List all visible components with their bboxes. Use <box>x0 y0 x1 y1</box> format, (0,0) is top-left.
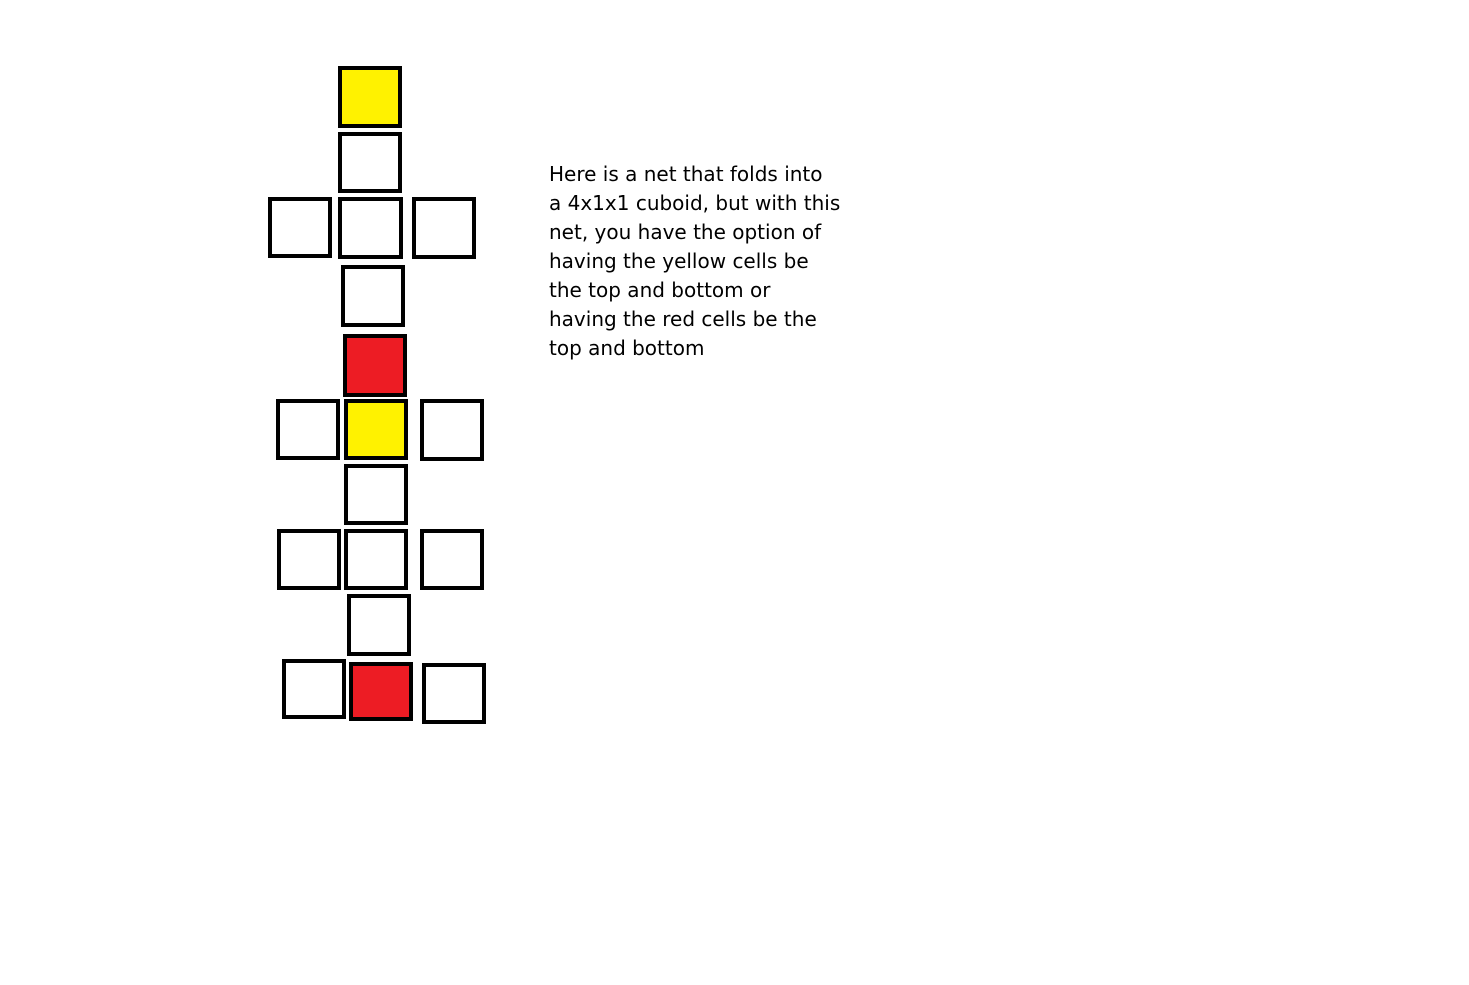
caption-text: Here is a net that folds into a 4x1x1 cu… <box>549 160 849 363</box>
net-cell-white <box>338 197 403 259</box>
net-cell-white <box>282 659 346 719</box>
net-cell-red <box>349 662 413 721</box>
caption-line: a 4x1x1 cuboid, but with this <box>549 191 841 215</box>
caption-line: net, you have the option of <box>549 220 822 244</box>
caption-line: having the yellow cells be <box>549 249 809 273</box>
net-cell-yellow <box>344 399 408 460</box>
net-cell-white <box>347 594 411 656</box>
net-cell-white <box>276 399 340 460</box>
net-cell-white <box>338 132 402 193</box>
net-cell-white <box>268 197 332 258</box>
caption-line: top and bottom <box>549 336 705 360</box>
net-cell-white <box>422 663 486 724</box>
caption-line: having the red cells be the <box>549 307 817 331</box>
caption-line: Here is a net that folds into <box>549 162 823 186</box>
net-cell-white <box>277 529 341 590</box>
net-cell-white <box>412 197 476 259</box>
net-cell-red <box>343 334 407 397</box>
net-cell-white <box>420 529 484 590</box>
net-cell-white <box>344 529 408 590</box>
net-cell-white <box>344 464 408 525</box>
net-cell-yellow <box>338 66 402 128</box>
caption-line: the top and bottom or <box>549 278 771 302</box>
net-cell-white <box>341 265 405 327</box>
net-cell-white <box>420 399 484 461</box>
